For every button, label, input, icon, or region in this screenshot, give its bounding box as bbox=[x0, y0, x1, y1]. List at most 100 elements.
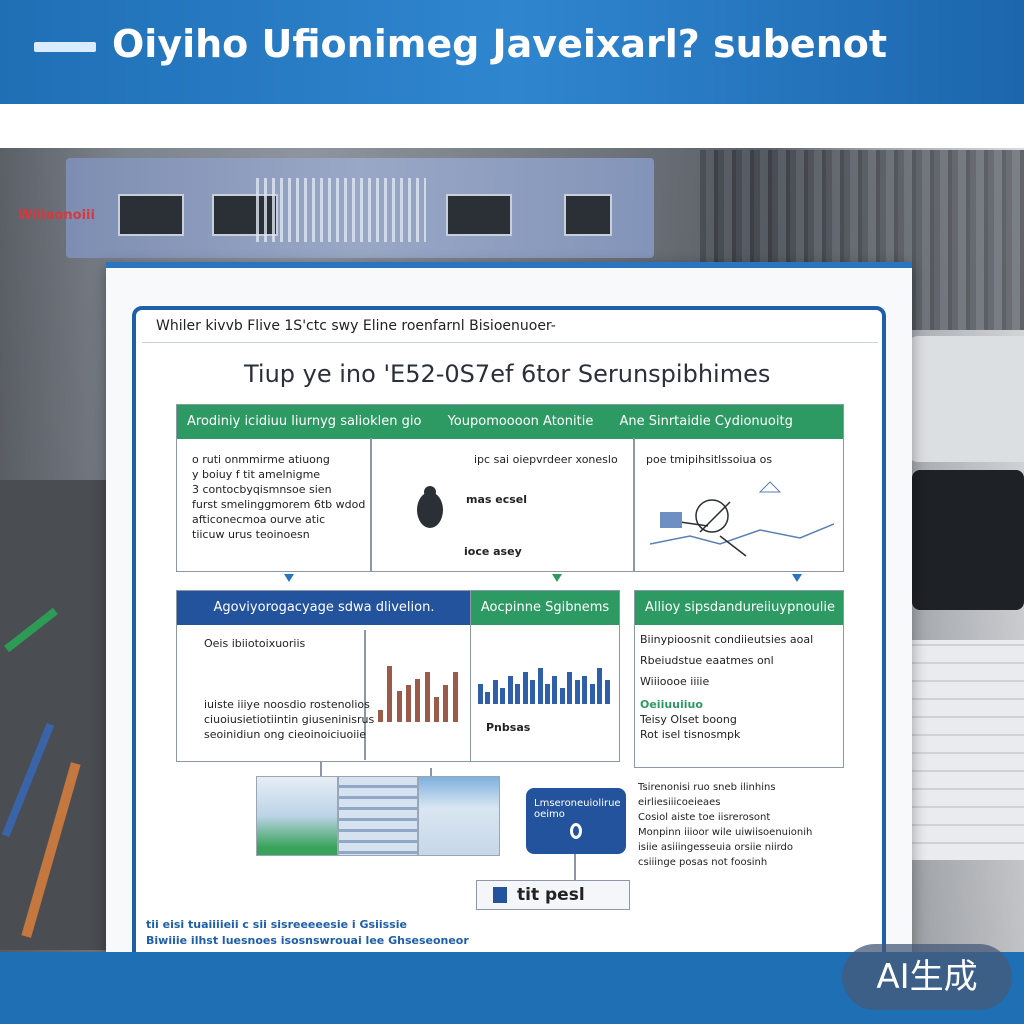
text-line: Rbeiudstue eaatmes onl bbox=[640, 654, 774, 667]
mid-center-caption: Pnbsas bbox=[486, 721, 531, 734]
text-line: ciuoiusietiotiintin giuseninisrus bbox=[204, 713, 375, 726]
white-gap bbox=[0, 104, 1024, 148]
text-line: Rot isel tisnosmpk bbox=[640, 728, 741, 741]
banner-title: Oiyiho Ufionimeg Javeixarl? subenot bbox=[112, 22, 888, 66]
screenshot-thumb bbox=[338, 776, 418, 856]
mid-center-panel: Aocpinne Sgibnems bbox=[470, 590, 620, 762]
background-device bbox=[912, 470, 1024, 610]
board-caption: Whiler kivvb Flive 1S'ctc swy Eline roen… bbox=[156, 318, 556, 334]
text-line: Biinypioosnit condiieutsies aoal bbox=[640, 633, 814, 646]
text-line: isiie asiiingesseuia orsiie niirdo bbox=[638, 842, 794, 853]
connector-line bbox=[430, 768, 432, 778]
mini-bar bbox=[530, 680, 535, 704]
sketch-illustration bbox=[650, 481, 834, 557]
text-line: eirliesiiicoeieaes bbox=[638, 797, 721, 808]
label-square-icon bbox=[493, 887, 507, 903]
background-sofa bbox=[908, 336, 1024, 462]
mini-bar bbox=[545, 684, 550, 704]
background-thumb bbox=[446, 194, 512, 236]
text-line: Monpinn iiioor wile uiwiisoenuionih bbox=[638, 827, 813, 838]
mini-bar bbox=[485, 692, 490, 704]
mini-bar bbox=[434, 697, 439, 722]
figure-illustration bbox=[417, 486, 443, 528]
card-icon bbox=[570, 823, 582, 839]
text-line: Cosiol aiste toe iisrerosont bbox=[638, 812, 771, 823]
connector-line bbox=[320, 762, 322, 776]
mini-bar bbox=[597, 668, 602, 704]
text-line: furst smelinggmorem 6tb wdod bbox=[192, 498, 366, 511]
top-col2-text-1: ipc sai oiepvrdeer xoneslo bbox=[474, 453, 618, 466]
mini-bar bbox=[575, 680, 580, 704]
mini-bar bbox=[378, 710, 383, 722]
mid-right-text: Biinypioosnit condiieutsies aoal Rbeiuds… bbox=[640, 632, 813, 742]
mini-bar bbox=[508, 676, 513, 704]
top-header-3: Ane Sinrtaidie Cydionuoitg bbox=[619, 414, 793, 429]
top-panel: Arodiniy icidiuu liurnyg salioklen gio Y… bbox=[176, 404, 844, 572]
footer-line-2: Biwiiie ilhst luesnoes isosnswrouai lee … bbox=[146, 934, 469, 947]
mini-bar bbox=[605, 680, 610, 704]
mini-bar bbox=[500, 688, 505, 704]
text-line: Wiiioooe iiiie bbox=[640, 675, 710, 688]
mini-bar-chart-left bbox=[376, 660, 460, 722]
mini-bar bbox=[406, 685, 411, 722]
mini-bar bbox=[415, 679, 420, 722]
mini-bar bbox=[538, 668, 543, 704]
mini-bar bbox=[478, 684, 483, 704]
mid-right-panel: Allioy sipsdandureiiuypnoulie bbox=[634, 590, 844, 768]
text-line: Teisy Olset boong bbox=[640, 713, 737, 726]
mid-left-text: Oeis ibiiotoixuoriis iuiste iiiye noosdi… bbox=[204, 636, 374, 742]
mid-left-panel: Agoviyorogacyage sdwa dlivelion. bbox=[176, 590, 472, 762]
arrow-down bbox=[284, 574, 294, 582]
text-line: tiicuw urus teoinoesn bbox=[192, 528, 310, 541]
text-line: iuiste iiiye noosdio rostenolios bbox=[204, 698, 370, 711]
mini-bar bbox=[590, 684, 595, 704]
top-col3-text: poe tmipihsitlssoiua os bbox=[646, 453, 773, 466]
top-col2-text-2: mas ecsel bbox=[466, 493, 528, 506]
background-label: Wiiiaonoiii bbox=[18, 208, 95, 223]
text-line: Tsirenonisi ruo sneb ilinhins bbox=[638, 782, 776, 793]
top-col1-text: o ruti onmmirme atiuong y boiuy f tit am… bbox=[192, 452, 365, 542]
bottom-label: tit pesl bbox=[517, 885, 585, 905]
text-line: csiiinge posas not foosinh bbox=[638, 857, 768, 868]
mini-bar bbox=[552, 676, 557, 704]
top-header-1: Arodiniy icidiuu liurnyg salioklen gio bbox=[187, 414, 422, 429]
footer-line-1: tii eisi tuaiiiieii c sii sisreeeeesie i… bbox=[146, 918, 407, 931]
mini-bar bbox=[515, 684, 520, 704]
mini-bar bbox=[560, 688, 565, 704]
text-line: Oeiiuuiiuo bbox=[640, 698, 703, 711]
arrow-down bbox=[792, 574, 802, 582]
background-thumb bbox=[118, 194, 184, 236]
text-line: seoinidiun ong cieoinoiciuoiie bbox=[204, 728, 367, 741]
top-panel-header: Arodiniy icidiuu liurnyg salioklen gio Y… bbox=[177, 405, 843, 439]
mini-bar-chart-center bbox=[476, 664, 610, 704]
ai-generated-badge: AI生成 bbox=[842, 944, 1012, 1010]
mini-bar bbox=[443, 685, 448, 722]
text-line: o ruti onmmirme atiuong bbox=[192, 453, 330, 466]
mini-bar bbox=[397, 691, 402, 722]
mini-bar bbox=[425, 672, 430, 722]
screenshot-thumb bbox=[418, 776, 500, 856]
mini-bar bbox=[453, 672, 458, 722]
mini-bar bbox=[387, 666, 392, 722]
bottom-label-box: tit pesl bbox=[476, 880, 630, 910]
banner-dash-mark bbox=[34, 42, 96, 52]
board-title: Tiup ye ino 'E52-0S7ef 6tor Serunspibhim… bbox=[244, 360, 771, 388]
top-header-2: Youpomoooon Atonitie bbox=[447, 414, 594, 429]
background-desk bbox=[0, 480, 120, 950]
summary-card-text: Lmseroneuiolirue oeimo bbox=[534, 798, 621, 820]
mid-right-header: Allioy sipsdandureiiuypnoulie bbox=[635, 591, 843, 625]
background-bars bbox=[256, 178, 426, 242]
screenshot-thumb bbox=[256, 776, 338, 856]
connector-line bbox=[574, 854, 576, 880]
background-thumb bbox=[564, 194, 612, 236]
top-col2-text-3: ioce asey bbox=[464, 545, 522, 558]
background-keyboard bbox=[908, 640, 1024, 860]
top-panel-divider bbox=[633, 438, 635, 572]
top-banner: Oiyiho Ufionimeg Javeixarl? subenot bbox=[0, 0, 1024, 104]
mid-left-header: Agoviyorogacyage sdwa dlivelion. bbox=[177, 591, 471, 625]
summary-card: Lmseroneuiolirue oeimo bbox=[526, 788, 626, 854]
lower-right-text: Tsirenonisi ruo sneb ilinhins eirliesiii… bbox=[638, 780, 812, 870]
text-line: afticonecmoa ourve atic bbox=[192, 513, 326, 526]
top-panel-divider bbox=[370, 438, 372, 572]
text-line: y boiuy f tit amelnigme bbox=[192, 468, 321, 481]
